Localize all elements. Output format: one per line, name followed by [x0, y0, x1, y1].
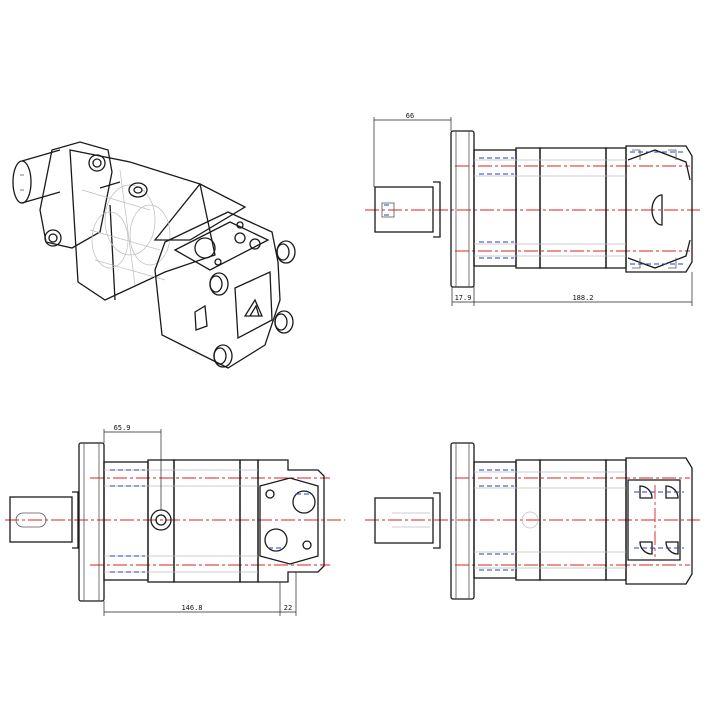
bl-flange-edges: [83, 443, 100, 601]
top-right-view: 66 17.9 188.2: [365, 112, 700, 306]
bl-inlet-port: [292, 490, 316, 514]
br-body: [473, 457, 693, 585]
br-flange-edges: [455, 443, 470, 599]
iso-top-port: [128, 182, 148, 198]
bl-shaft: [9, 491, 79, 549]
iso-front-flange: [39, 141, 113, 249]
dim-flange-thickness: 17.9: [455, 294, 472, 302]
iso-bolts: [194, 240, 296, 368]
iso-end-cover: [154, 211, 281, 369]
bl-outlet-port: [264, 528, 288, 552]
br-flange: [450, 442, 475, 600]
br-ports: [634, 485, 684, 557]
bottom-left-view: 65.9 146.8 22: [5, 424, 345, 616]
dim-body-length: 188.2: [572, 294, 593, 302]
bottom-right-view: [365, 442, 700, 600]
isometric-view: [12, 141, 296, 369]
tr-flange: [450, 130, 475, 288]
tr-body: [473, 145, 693, 273]
iso-shaft: [12, 149, 61, 204]
br-port-lower-left: [639, 541, 653, 555]
dim-flange-width: 66: [406, 112, 414, 120]
dim-shaft-offset: 65.9: [114, 424, 131, 432]
br-port-lower-right: [665, 541, 679, 555]
dim-body-length-bl: 146.8: [181, 604, 202, 612]
iso-main-body: [69, 149, 247, 301]
bl-ports: [150, 489, 316, 552]
tr-flange-edges: [455, 131, 470, 287]
tr-shaft: [374, 181, 441, 238]
bl-flange: [78, 442, 105, 602]
bl-dimensions: 65.9 146.8 22: [103, 424, 297, 616]
dim-cover-length: 22: [284, 604, 292, 612]
br-shaft: [374, 492, 441, 549]
bl-body: [103, 459, 325, 583]
tr-dimensions: 66 17.9 188.2: [373, 112, 693, 306]
